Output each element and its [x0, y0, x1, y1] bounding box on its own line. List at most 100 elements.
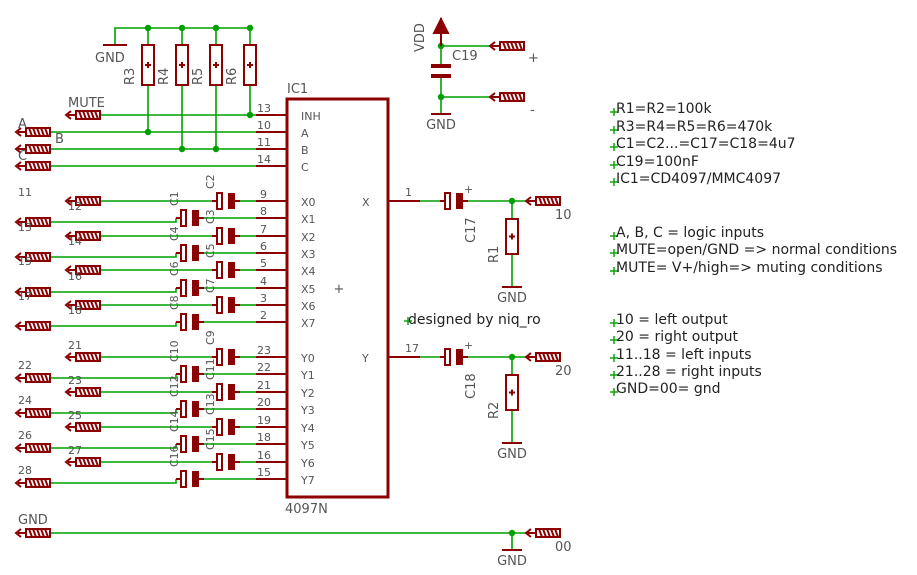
connector-turn	[28, 321, 33, 331]
ic-pin-number: 16	[257, 449, 271, 462]
ground-label-top: GND	[95, 51, 125, 66]
connector-turn	[40, 127, 45, 137]
capacitor-plate-positive	[180, 313, 187, 331]
capacitor-plate-positive	[180, 400, 187, 418]
input-connector-y1	[14, 373, 51, 383]
connector-turn	[538, 352, 543, 362]
ic-pin-number: 15	[257, 466, 271, 479]
capacitor-plate-positive	[180, 435, 187, 453]
input-connector-x1	[14, 217, 51, 227]
connector-turn	[32, 127, 37, 137]
connector-turn	[90, 352, 95, 362]
ic-pin-name-x2: X2	[301, 231, 316, 244]
connector-turn	[554, 528, 559, 538]
note-line: MUTE= V+/high=> muting conditions	[616, 260, 883, 276]
capacitor-c1	[176, 209, 204, 227]
capacitor-plate-positive	[216, 348, 223, 366]
junction-dot	[246, 111, 254, 119]
capacitor-plate-positive	[180, 209, 187, 227]
capacitor-label: C9	[204, 330, 217, 345]
capacitor-plate-negative	[192, 401, 199, 417]
connector-turn	[78, 422, 83, 432]
connector-tip	[524, 196, 532, 206]
capacitor-c7	[212, 296, 240, 314]
input-label: 28	[18, 464, 32, 477]
resistor-r6	[243, 44, 257, 86]
connector-tip	[64, 196, 72, 206]
connector-tip	[14, 321, 22, 331]
note-line: MUTE=open/GND => normal conditions	[616, 242, 897, 258]
label-mute: MUTE	[68, 96, 105, 111]
connector-turn	[550, 528, 555, 538]
capacitor-polarity: +	[464, 339, 473, 352]
ic-pin-number: 10	[257, 119, 271, 132]
ic-pin-number: 21	[257, 379, 271, 392]
connector-turn	[28, 161, 33, 171]
connector-turn	[86, 352, 91, 362]
connector-turn	[554, 352, 559, 362]
wire-x-input	[50, 253, 177, 258]
input-label: 25	[68, 409, 82, 422]
ic-pin-number: 7	[260, 223, 267, 236]
ic-pin-name-y2: Y2	[300, 387, 315, 400]
capacitor-plate-positive	[216, 192, 223, 210]
capacitor-polarity: +	[464, 183, 473, 196]
connector-turn	[28, 144, 33, 154]
capacitor-plate-negative	[456, 349, 463, 365]
ic-origin-mark: +	[334, 282, 345, 297]
connector-turn	[82, 110, 87, 120]
capacitor-plate-positive	[180, 470, 187, 488]
ic-pin-name-x1: X1	[301, 213, 316, 226]
resistor-label: R5	[191, 68, 206, 85]
resistor-label: R1	[487, 246, 502, 263]
connector-turn	[554, 196, 559, 206]
designer-credit: designed by niq_ro	[408, 312, 541, 328]
connector-turn	[82, 196, 87, 206]
capacitor-plate-negative	[192, 366, 199, 382]
capacitor-plate-negative	[228, 228, 235, 244]
connector-turn	[44, 144, 49, 154]
connector-turn	[550, 352, 555, 362]
capacitor-c3	[212, 227, 240, 245]
connector-tip	[64, 457, 72, 467]
ic-pin-name-y0: Y0	[300, 352, 315, 365]
note-line: R1=R2=100k	[616, 101, 712, 117]
input-connector-y6	[64, 457, 101, 467]
connector-turn	[44, 528, 49, 538]
capacitor-label: C12	[168, 375, 181, 397]
capacitor-c5	[212, 261, 240, 279]
capacitor-c18	[440, 348, 468, 366]
connector-turn	[546, 196, 551, 206]
connector-turn	[86, 422, 91, 432]
junction-dot	[212, 145, 220, 153]
vdd-label: VDD	[413, 23, 428, 52]
connector-turn	[44, 287, 49, 297]
wire-y-input	[50, 444, 177, 449]
connector-turn	[28, 478, 33, 488]
label-a: A	[18, 117, 27, 132]
capacitor-plate-negative	[192, 245, 199, 261]
capacitor-c9	[212, 348, 240, 366]
connector-tip	[14, 478, 22, 488]
connector-tip	[14, 443, 22, 453]
ic-pin-name-a: A	[301, 127, 309, 140]
connector-tip	[14, 408, 22, 418]
capacitor-c11	[212, 383, 240, 401]
connector-tip	[14, 161, 22, 171]
connector-turn	[90, 457, 95, 467]
input-connector-b	[14, 144, 51, 154]
connector-turn	[78, 196, 83, 206]
ground-label: GND	[497, 447, 527, 462]
connector-turn	[32, 478, 37, 488]
input-label: 16	[68, 270, 82, 283]
connector-turn	[44, 478, 49, 488]
wire-y-input	[50, 479, 177, 484]
ic-pin-name-x3: X3	[301, 248, 316, 261]
label-b: B	[55, 132, 64, 147]
connector-turn	[546, 352, 551, 362]
input-connector-x4	[64, 265, 101, 275]
ic-pin-number: 1	[405, 186, 412, 199]
input-connector-x3	[14, 252, 51, 262]
supply-plus-label: +	[528, 51, 539, 66]
capacitor-plate-positive	[180, 244, 187, 262]
